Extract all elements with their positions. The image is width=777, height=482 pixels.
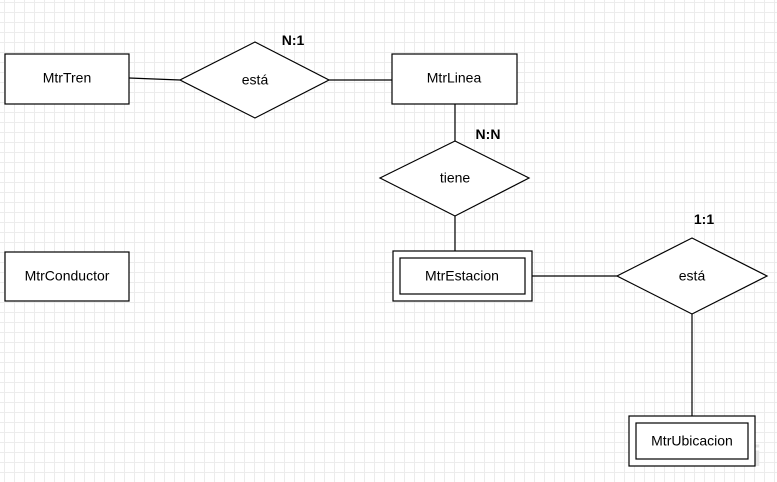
entity-label: MtrEstacion: [425, 268, 499, 284]
connectors: [128, 77, 693, 416]
relationship-linea-estacion[interactable]: tiene: [378, 140, 531, 217]
entity-mtrconductor[interactable]: MtrConductor: [4, 251, 130, 302]
cardinality-estacion-ubicacion: 1:1: [694, 211, 714, 227]
entity-mtrtren[interactable]: MtrTren: [4, 53, 130, 105]
entity-label: MtrLinea: [427, 70, 482, 86]
entity-mtrlinea[interactable]: MtrLinea: [391, 53, 518, 105]
cardinality-tren-linea: N:1: [282, 32, 305, 48]
entity-label: MtrTren: [43, 70, 91, 86]
entity-label: MtrConductor: [25, 268, 110, 284]
line-tren-esta: [128, 77, 181, 81]
relationship-tren-linea[interactable]: está: [178, 41, 331, 119]
relationship-label: tiene: [440, 170, 471, 186]
weak-entity-mtrubicacion[interactable]: MtrUbicacion: [628, 415, 756, 467]
cardinality-linea-estacion: N:N: [476, 126, 501, 142]
relationship-estacion-ubicacion[interactable]: está: [615, 237, 769, 315]
entity-label: MtrUbicacion: [651, 433, 733, 449]
relationship-label: está: [242, 72, 269, 88]
relationship-label: está: [679, 268, 706, 284]
weak-entity-mtrestacion[interactable]: MtrEstacion: [392, 250, 533, 302]
